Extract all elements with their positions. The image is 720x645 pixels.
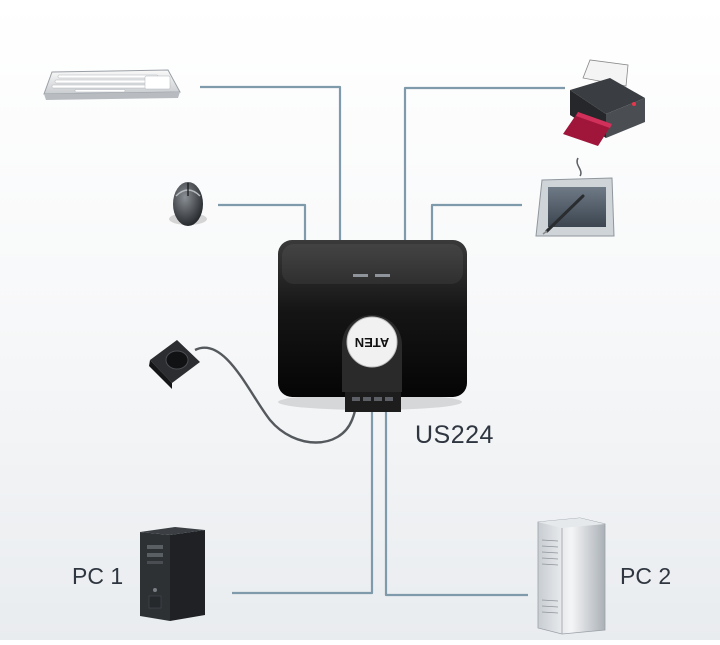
usb-switch-device [278,240,467,412]
printer-cable [403,86,565,240]
keyboard-icon [43,69,181,100]
pc2-tower-icon [537,517,606,635]
led-indicators [353,274,390,277]
printer-icon [563,59,645,146]
keyboard-cable [200,85,342,240]
pc2-cable [384,410,528,597]
brand-logo: ATEN [355,335,389,350]
device-model-label: US224 [415,421,494,449]
remote-port-selector-icon [149,340,200,389]
cables [200,85,565,597]
pc2-label: PC 2 [620,563,672,589]
mouse-cable [218,203,307,240]
pc1-tower-icon [140,527,205,621]
pc1-label: PC 1 [72,563,124,589]
mouse-icon [169,182,207,226]
drawing-tablet-icon [535,157,615,237]
pc1-cable [232,410,374,595]
tablet-cable [430,203,522,240]
